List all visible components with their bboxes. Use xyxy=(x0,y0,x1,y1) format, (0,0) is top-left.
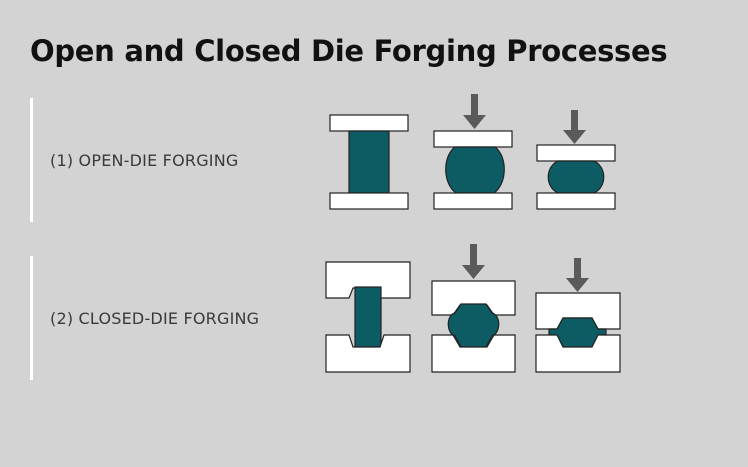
closed-die-stage-1 xyxy=(325,261,411,373)
open-die-stage-3 xyxy=(536,110,616,210)
page-title: Open and Closed Die Forging Processes xyxy=(30,34,668,68)
closed-die-stage-3 xyxy=(535,258,621,373)
open-die-section-bar xyxy=(30,98,33,222)
lower-impression-die xyxy=(325,334,411,373)
workpiece-barrelled xyxy=(445,146,505,194)
down-arrow-icon xyxy=(563,110,586,144)
lower-flat-die xyxy=(433,192,513,210)
workpiece-flattened xyxy=(547,160,605,194)
lower-impression-die xyxy=(535,334,621,373)
workpiece-billet xyxy=(348,130,390,194)
open-die-stage-1 xyxy=(329,114,409,210)
down-arrow-icon xyxy=(566,258,589,292)
down-arrow-icon xyxy=(463,94,486,129)
upper-flat-die xyxy=(433,130,513,148)
closed-die-section-label: (2) CLOSED-DIE FORGING xyxy=(50,309,260,328)
lower-flat-die xyxy=(329,192,409,210)
closed-die-stage-2 xyxy=(431,244,516,373)
upper-flat-die xyxy=(329,114,409,132)
closed-die-section-bar xyxy=(30,256,33,380)
open-die-section-label: (1) OPEN-DIE FORGING xyxy=(50,151,239,170)
workpiece-billet xyxy=(354,286,382,348)
lower-impression-die xyxy=(431,334,516,373)
lower-flat-die xyxy=(536,192,616,210)
upper-flat-die xyxy=(536,144,616,162)
down-arrow-icon xyxy=(462,244,485,279)
open-die-stage-2 xyxy=(433,94,513,210)
